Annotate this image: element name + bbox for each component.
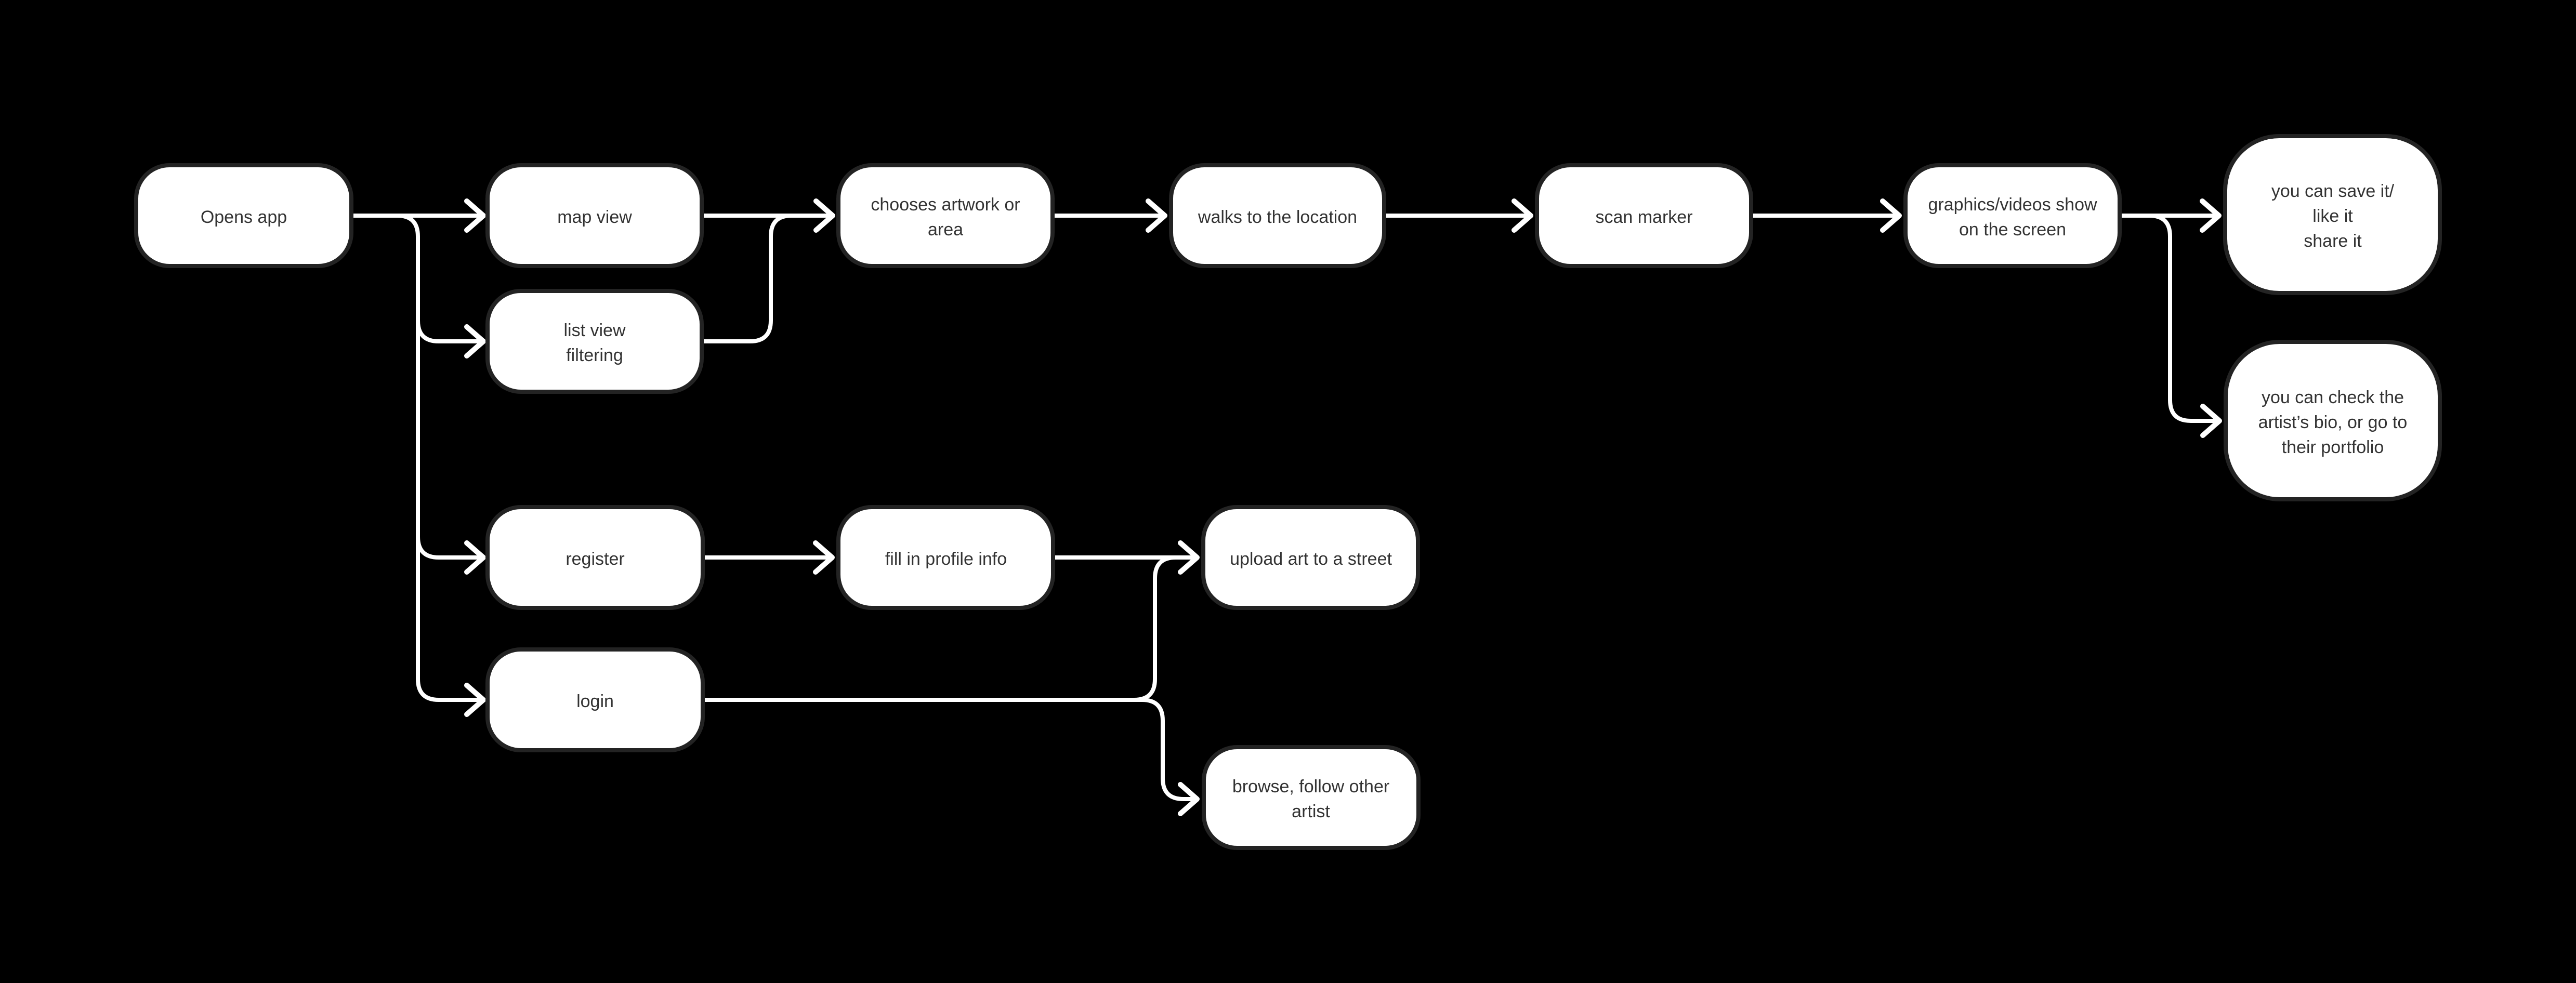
- svg-text:browse, follow other: browse, follow other: [1232, 777, 1389, 796]
- svg-text:list view: list view: [563, 321, 625, 340]
- svg-text:map view: map view: [557, 207, 632, 227]
- svg-text:login: login: [576, 692, 614, 711]
- svg-text:scan marker: scan marker: [1595, 207, 1692, 227]
- svg-text:walks to the location: walks to the location: [1198, 207, 1357, 227]
- svg-text:artist: artist: [1292, 802, 1330, 821]
- svg-text:share it: share it: [2304, 231, 2362, 251]
- svg-text:you can save it/: you can save it/: [2271, 181, 2395, 201]
- svg-text:you can check the: you can check the: [2262, 388, 2404, 407]
- svg-text:filtering: filtering: [566, 346, 623, 365]
- svg-text:upload art to a street: upload art to a street: [1230, 549, 1392, 569]
- svg-text:their portfolio: their portfolio: [2282, 437, 2384, 457]
- svg-text:graphics/videos show: graphics/videos show: [1928, 195, 2097, 215]
- svg-text:register: register: [566, 549, 624, 569]
- svg-text:fill in profile info: fill in profile info: [885, 549, 1007, 569]
- svg-text:artist’s bio, or go to: artist’s bio, or go to: [2258, 413, 2408, 432]
- svg-text:Opens app: Opens app: [201, 207, 287, 227]
- svg-text:like it: like it: [2312, 206, 2353, 226]
- svg-text:chooses artwork or: chooses artwork or: [871, 195, 1020, 215]
- svg-text:on the screen: on the screen: [1959, 220, 2066, 240]
- svg-text:area: area: [928, 220, 963, 240]
